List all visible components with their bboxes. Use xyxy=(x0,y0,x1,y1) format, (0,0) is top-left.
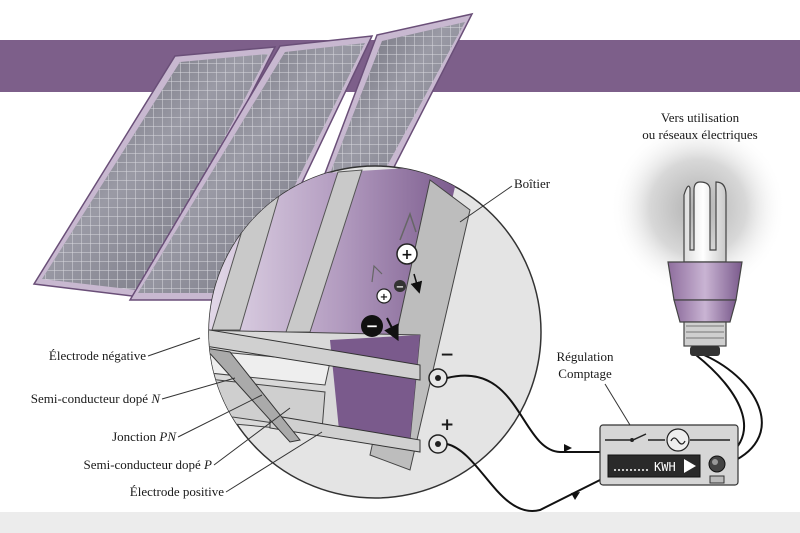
electron-charge-1: − xyxy=(396,282,404,293)
electron-charge-2: − xyxy=(366,317,379,335)
usage-label-line1: Vers utilisation xyxy=(661,110,740,125)
kwh-display xyxy=(607,454,701,478)
play-arrow-icon xyxy=(684,459,696,473)
leader-lines xyxy=(147,185,631,493)
regulation-label-line2: Comptage xyxy=(558,366,612,381)
regulation-meter-box: KWH xyxy=(599,424,739,486)
p-semiconductor-label: Semi-conducteur dopé P xyxy=(83,457,212,472)
pos-electrode-label: Électrode positive xyxy=(130,484,224,499)
footer-band xyxy=(0,512,800,533)
hole-charge-2: + xyxy=(380,292,388,303)
regulation-label-line1: Régulation xyxy=(556,349,614,364)
terminal-negative-sign: − xyxy=(440,345,454,365)
junction-label: Jonction PN xyxy=(112,429,177,444)
light-bulb xyxy=(667,181,743,356)
neg-electrode-label: Électrode négative xyxy=(49,348,146,363)
charge-carriers: + − + − xyxy=(361,211,423,342)
hole-charge-1: + xyxy=(401,247,413,263)
usage-label-line2: ou réseaux électriques xyxy=(642,127,758,142)
n-semiconductor-label: Semi-conducteur dopé N xyxy=(31,391,162,406)
casing-label: Boîtier xyxy=(514,176,551,191)
kwh-unit-label: KWH xyxy=(654,460,676,474)
terminal-positive-sign: + xyxy=(440,415,454,435)
